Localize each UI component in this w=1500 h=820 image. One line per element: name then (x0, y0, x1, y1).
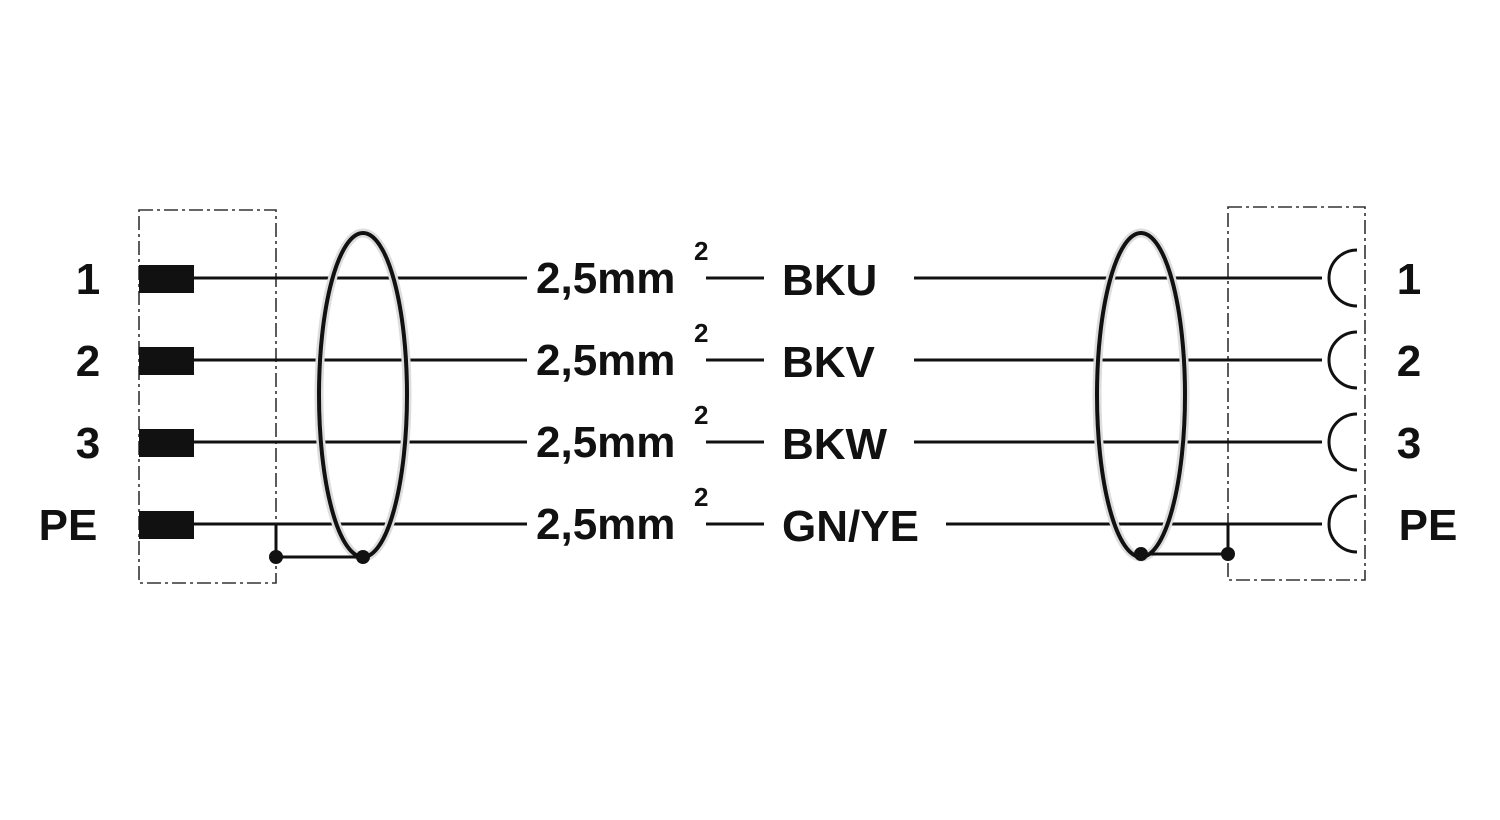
male-pin-2 (139, 347, 194, 375)
wire-cross-section: 2,5mm (536, 418, 675, 467)
female-socket-3 (1327, 412, 1358, 472)
wire-color-code: GN/YE (782, 502, 919, 551)
female-socket-2 (1327, 330, 1358, 390)
wire-color-code: BKU (782, 256, 877, 305)
wire-color-code: BKV (782, 338, 876, 387)
wire-cross-section-exponent: 2 (694, 482, 708, 512)
right-connector-outline (1227, 206, 1366, 581)
right-shield-node (1134, 547, 1148, 561)
wire-cross-section: 2,5mm (536, 500, 675, 549)
right-pin-label: 1 (1397, 255, 1421, 304)
left-shield-node (356, 550, 370, 564)
wire-color-code: BKW (782, 420, 888, 469)
male-pin-pe (139, 511, 194, 539)
wire-cross-section-exponent: 2 (694, 318, 708, 348)
male-pin-1 (139, 265, 194, 293)
left-pin-label: PE (39, 501, 98, 550)
left-cable-shield (317, 231, 409, 559)
left-pin-label: 3 (76, 419, 100, 468)
wire-cross-section: 2,5mm (536, 254, 675, 303)
right-pin-label: 3 (1397, 419, 1421, 468)
wire-cross-section-exponent: 2 (694, 236, 708, 266)
female-socket-1 (1327, 248, 1358, 308)
female-socket-pe (1327, 494, 1358, 554)
left-pin-label: 2 (76, 337, 100, 386)
male-pin-3 (139, 429, 194, 457)
right-pin-label: PE (1399, 501, 1458, 550)
right-cable-shield (1095, 231, 1187, 559)
left-pin-label: 1 (76, 255, 100, 304)
wire-cross-section-exponent: 2 (694, 400, 708, 430)
right-housing-node (1221, 547, 1235, 561)
wire-cross-section: 2,5mm (536, 336, 675, 385)
right-pin-label: 2 (1397, 337, 1421, 386)
left-housing-node (269, 550, 283, 564)
left-connector-outline (138, 209, 277, 584)
